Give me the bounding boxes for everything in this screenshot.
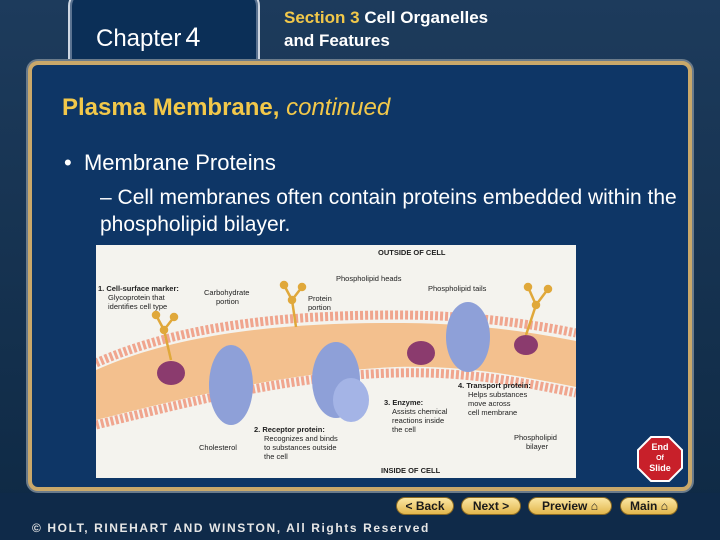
enzyme-protein-lobe [333,378,369,422]
label-enzyme-line3: reactions inside [392,416,444,425]
bullet-membrane-proteins: • Membrane Proteins [64,150,276,176]
end-label: End [652,442,669,452]
heading-main: Plasma Membrane, [62,94,280,121]
chapter-number: 4 [185,22,201,52]
receptor-protein [209,345,253,425]
label-phospholipid-heads: Phospholipid heads [336,274,402,283]
membrane-figure: OUTSIDE OF CELL INSIDE OF CELL 1. Cell-s… [96,245,576,478]
membrane-diagram: OUTSIDE OF CELL INSIDE OF CELL 1. Cell-s… [96,248,576,475]
upper-heads [96,310,576,368]
label-receptor-protein: 2. Receptor protein: [254,425,325,434]
slide-label: Slide [649,463,671,473]
stop-sign-icon: End Of Slide [637,436,683,482]
bullet-marker: • [64,150,72,175]
label-protein-line2: portion [308,303,331,312]
label-enzyme-line2: Assists chemical [392,407,448,416]
lower-heads [96,368,576,430]
label-receptor-protein-line4: the cell [264,452,288,461]
label-outside-cell: OUTSIDE OF CELL [378,248,446,257]
home-icon: ⌂ [590,499,598,513]
preview-label: Preview [542,499,588,513]
heading-continued: continued [286,94,391,121]
label-transport-protein-line2: Helps substances [468,390,527,399]
membrane-protein-right [514,335,538,355]
next-button[interactable]: Next > [461,497,521,515]
label-enzyme: 3. Enzyme: [384,398,423,407]
cell-surface-marker-protein [157,361,185,385]
label-carbohydrate: Carbohydrate [204,288,249,297]
label-carbohydrate-line2: portion [216,297,239,306]
label-receptor-protein-line2: Recognizes and binds [264,434,338,443]
section-title-line2: and Features [284,31,390,50]
of-label: Of [656,455,664,462]
label-cholesterol: Cholesterol [199,443,237,452]
label-enzyme-line4: the cell [392,425,416,434]
membrane-protein-small [407,341,435,365]
label-protein: Protein [308,294,332,303]
label-phospholipid-bilayer: Phospholipid [514,433,557,442]
main-button[interactable]: Main ⌂ [620,497,678,515]
label-cell-surface-marker-line2: Glycoprotein that [108,293,166,302]
end-of-slide-button[interactable]: End Of Slide [637,436,683,482]
chapter-word: Chapter [96,25,182,52]
main-label: Main [630,499,658,513]
label-phospholipid-bilayer-line2: bilayer [526,442,549,451]
label-cell-surface-marker: 1. Cell-surface marker: [98,284,179,293]
section-title: Section 3 Cell Organelles and Features [284,6,584,52]
back-button[interactable]: < Back [396,497,454,515]
home-icon: ⌂ [660,499,668,513]
sub-bullet-text: Cell membranes often contain proteins em… [100,186,677,236]
carbohydrate-chains [151,280,553,361]
sub-bullet-marker: – [100,186,112,209]
label-receptor-protein-line3: to substances outside [264,443,337,452]
label-transport-protein-line4: cell membrane [468,408,517,417]
label-transport-protein: 4. Transport protein: [458,381,531,390]
label-cell-surface-marker-line3: identifies cell type [108,302,167,311]
label-phospholipid-tails: Phospholipid tails [428,284,487,293]
slide-heading: Plasma Membrane, continued [62,94,390,122]
section-title-line1: Cell Organelles [364,8,489,27]
sub-bullet: – Cell membranes often contain proteins … [100,184,680,238]
copyright-footer: © HOLT, RINEHART AND WINSTON, All Rights… [32,521,430,535]
bullet-text: Membrane Proteins [83,150,276,175]
section-number: Section 3 [284,8,360,27]
label-inside-cell: INSIDE OF CELL [381,466,441,475]
label-transport-protein-line3: move across [468,399,511,408]
transport-protein [446,302,490,372]
preview-button[interactable]: Preview ⌂ [528,497,612,515]
